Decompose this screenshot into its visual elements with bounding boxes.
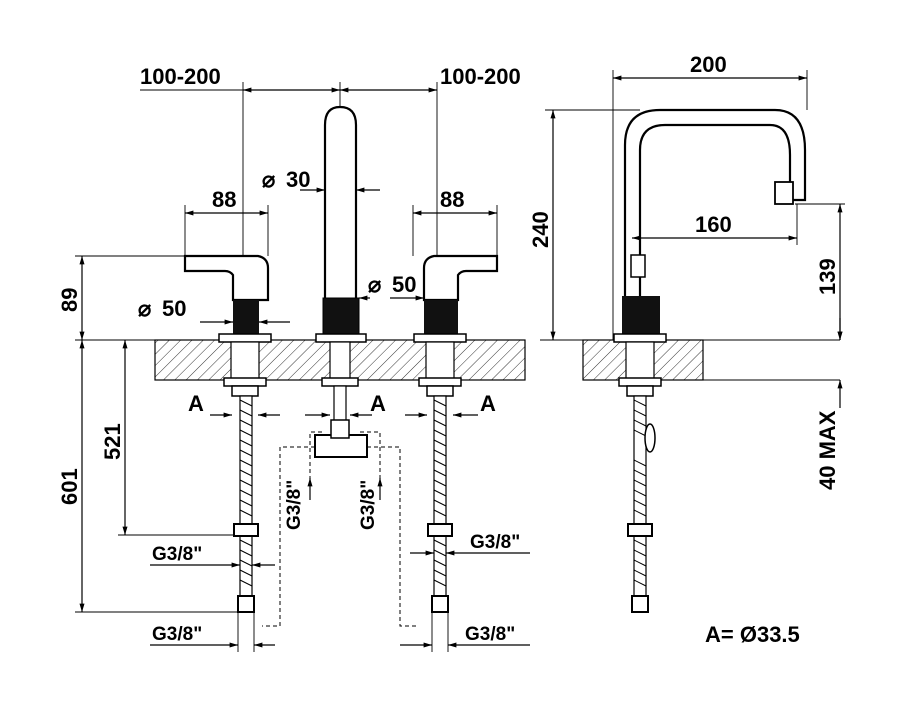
height-dimension: 240 <box>528 109 640 340</box>
reach-dimension: 200 <box>612 52 808 340</box>
right-handle-base <box>424 300 458 334</box>
left-handle-width-label: 88 <box>212 187 236 212</box>
side-spout-body <box>623 108 807 300</box>
handle-height-label: 89 <box>57 288 82 312</box>
total-length-dimension: 601 <box>57 340 240 613</box>
spout-base-ring <box>322 297 360 335</box>
a-label-left: A <box>188 391 204 416</box>
thread-right-upper: G3/8" <box>470 532 520 553</box>
aerator-height-dimension: 139 <box>795 203 845 340</box>
spout <box>314 105 368 458</box>
spout-diameter-dimension: ⌀ 30 <box>262 167 380 193</box>
diverter-dashed-hoses <box>262 431 418 627</box>
spacing-dimension: 100-200 100-200 <box>140 64 521 255</box>
a-label-right: A <box>480 391 496 416</box>
left-base-diameter-label: 50 <box>162 296 186 321</box>
hose-length-dimension: 521 <box>100 340 234 536</box>
aerator-reach-dimension: 160 <box>632 204 798 245</box>
deck-thickness-dimension: 40 MAX <box>815 318 843 490</box>
hose-length-label: 521 <box>100 423 125 460</box>
side-hose <box>633 395 647 597</box>
spacing-right-label: 100-200 <box>440 64 521 89</box>
diameter-symbol-left: ⌀ <box>138 296 152 321</box>
diameter-symbol-right: ⌀ <box>368 272 382 297</box>
side-view: 200 240 160 139 40 MAX A= Ø33.5 <box>528 52 845 647</box>
right-handle <box>413 254 499 613</box>
left-handle <box>183 254 272 613</box>
a-diameter-note: A= Ø33.5 <box>705 622 800 647</box>
thread-left-upper: G3/8" <box>152 544 202 565</box>
aerator-reach-label: 160 <box>695 212 732 237</box>
right-handle-width-label: 88 <box>440 187 464 212</box>
left-handle-dimensions: 88 ⌀ 50 <box>138 187 290 325</box>
thread-right-lower: G3/8" <box>465 624 515 645</box>
deck-thickness-label: 40 MAX <box>815 410 840 490</box>
height-label: 240 <box>528 211 553 248</box>
total-length-label: 601 <box>57 468 82 505</box>
aerator-height-label: 139 <box>815 258 840 295</box>
right-handle-dimensions: 88 ⌀ 50 <box>359 187 498 301</box>
spacing-left-label: 100-200 <box>140 64 221 89</box>
a-label-center: A <box>370 391 386 416</box>
right-base-diameter-label: 50 <box>392 272 416 297</box>
diameter-symbol: ⌀ <box>262 167 276 192</box>
left-hose <box>239 395 253 597</box>
thread-center-left: G3/8" <box>284 480 305 530</box>
right-hose <box>433 395 447 597</box>
thread-left-lower: G3/8" <box>152 624 202 645</box>
front-view: 100-200 100-200 ⌀ 30 <box>57 64 530 652</box>
reach-label: 200 <box>690 52 727 77</box>
thread-center-right: G3/8" <box>358 480 379 530</box>
spout-diameter-label: 30 <box>286 167 310 192</box>
a-markers: A A A <box>188 391 496 418</box>
handle-height-dimension: 89 <box>57 255 185 340</box>
left-handle-base <box>233 300 259 334</box>
thread-labels: G3/8" G3/8" G3/8" G3/8" G3/8" G3/8" <box>150 478 530 652</box>
